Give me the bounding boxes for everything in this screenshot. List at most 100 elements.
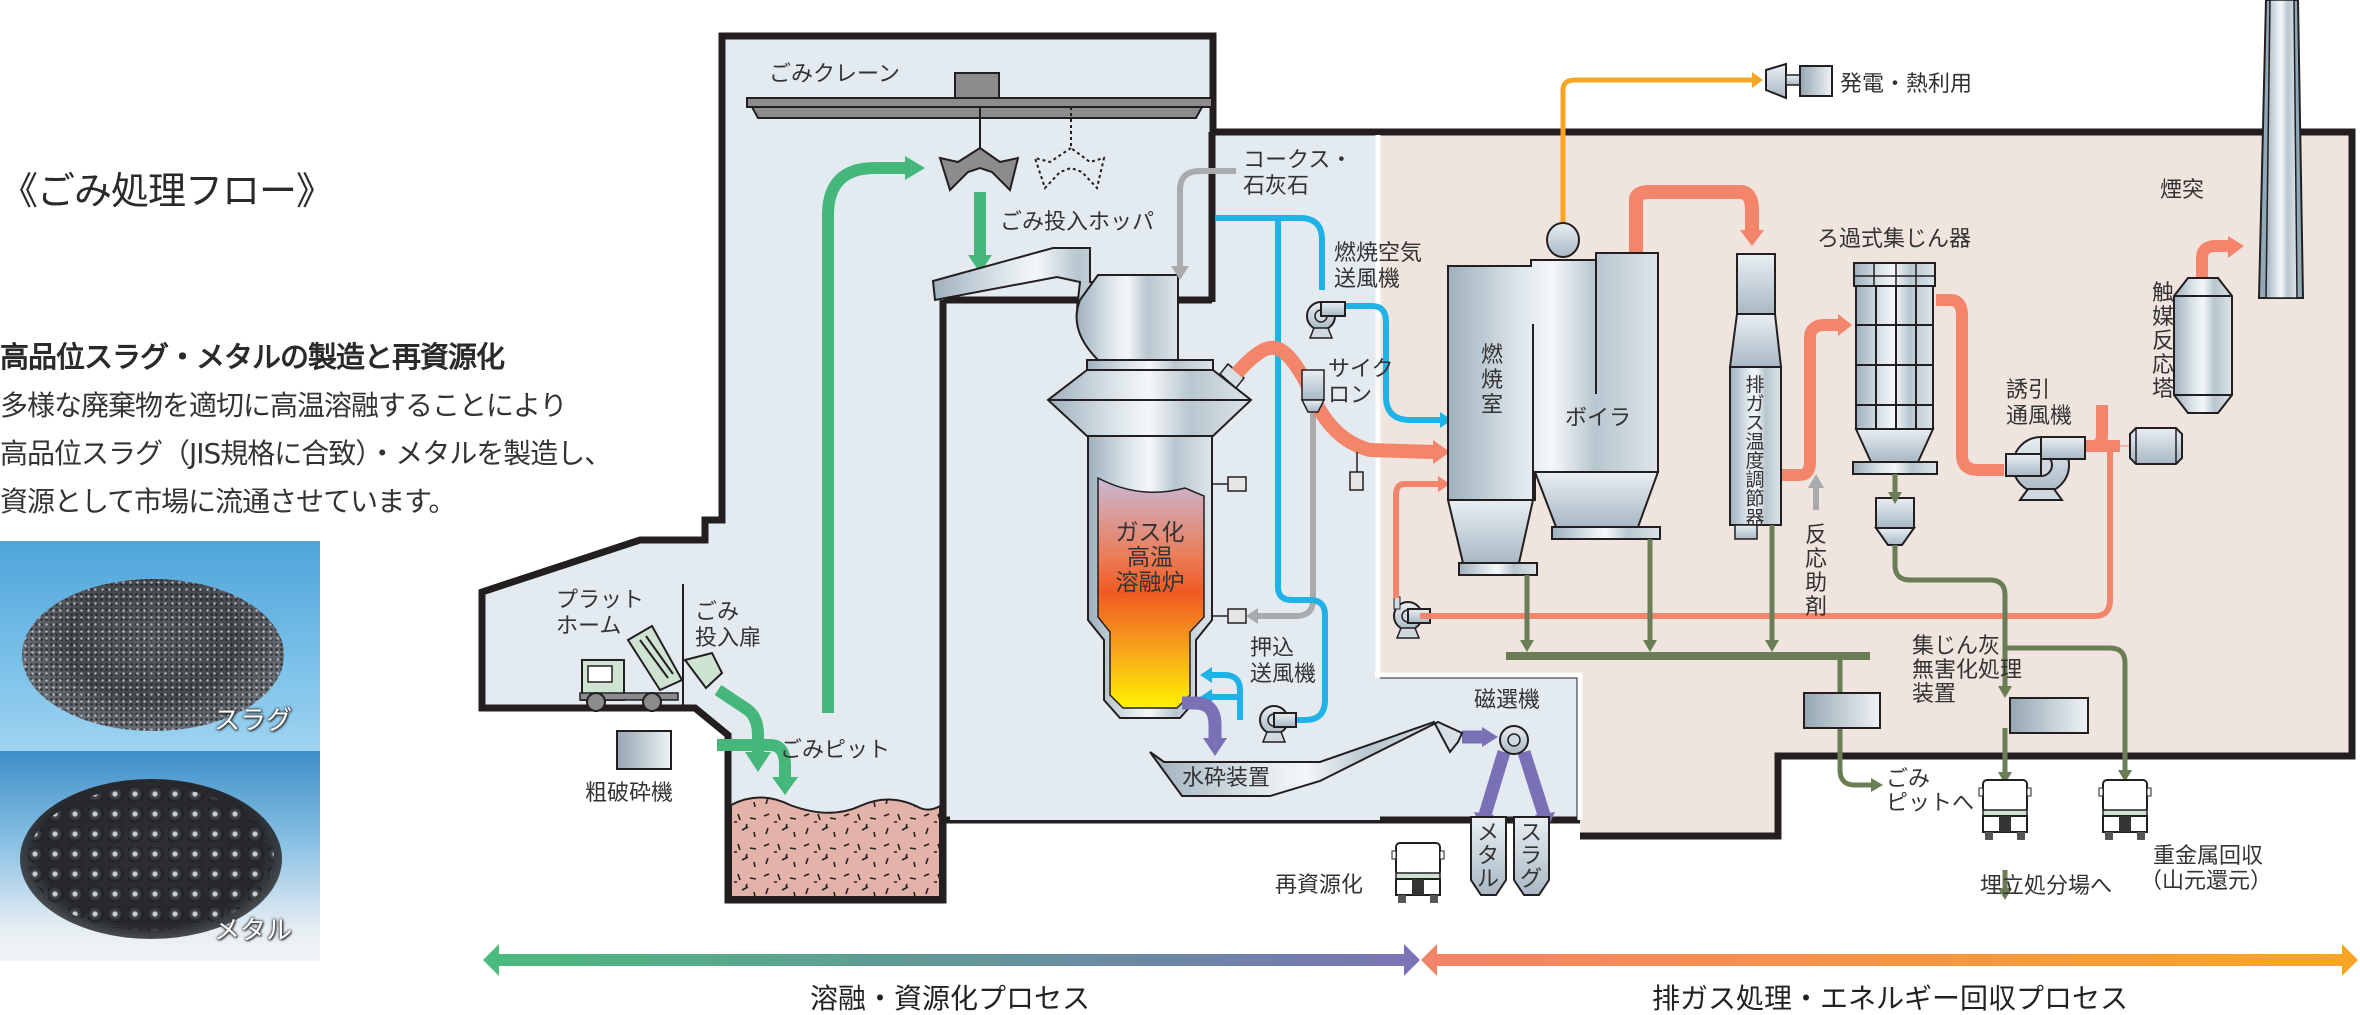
metal-photo: メタル [0, 751, 320, 961]
label-bag-filter: ろ過式集じん器 [1817, 227, 1971, 252]
magnetic-separator [1499, 725, 1529, 755]
label-combustion-fan-line1: 燃焼空気 [1334, 241, 1422, 266]
process-bar-melting [483, 944, 1420, 976]
label-gas-cooler-char: 温 [1745, 431, 1764, 453]
waste-flow-arrowheads [745, 156, 992, 795]
label-catalyst-char: 応 [2152, 353, 2174, 378]
label-granulator: 水砕装置 [1182, 766, 1270, 791]
label-platform-line1: プラット [556, 588, 644, 613]
label-catalyst-char: 反 [2152, 329, 2174, 354]
label-push-fan-line2: 送風機 [1250, 662, 1316, 687]
label-cyclone-line2: ロン [1328, 383, 1372, 408]
coarse-crusher [616, 730, 672, 770]
metal-pile-image [20, 779, 282, 939]
label-id-fan-line1: 誘引 [2006, 378, 2050, 403]
heat-exchanger [2129, 427, 2183, 465]
slag-pile-image [22, 579, 284, 731]
slag-bin [1513, 816, 1550, 896]
label-catalyst-char: 媒 [2152, 305, 2174, 330]
label-bin-slag-char: グ [1520, 867, 1542, 892]
label-to-pit-line1: ごみ [1886, 767, 1930, 792]
recycle-truck [1391, 842, 1445, 903]
recirculation-fan [1393, 596, 1431, 639]
metal-photo-label: メタル [213, 916, 292, 946]
label-chamber-char: 室 [1481, 393, 1503, 418]
gray-arrowheads [1171, 266, 1824, 624]
slag-flow [1182, 696, 1552, 820]
intro-panel: 《ごみ処理フロー》 高品位スラグ・メタルの製造と再資源化 多様な廃棄物を適切に高… [0, 0, 612, 1015]
label-ash-treatment-line3: 装置 [1912, 682, 1956, 707]
label-door-line1: ごみ [695, 600, 739, 625]
ash-box-left [1803, 692, 1881, 729]
ash-flow-arrowheads [1520, 492, 2132, 900]
label-boiler: ボイラ [1565, 406, 1631, 431]
feed-hopper [931, 247, 1179, 361]
slag-photo: スラグ [0, 541, 320, 751]
label-gas-cooler-char: ス [1745, 412, 1764, 434]
garbage-door-bucket [683, 651, 724, 690]
combustion-air-fan [1306, 301, 1346, 339]
gasification-melting-furnace [1046, 359, 1253, 719]
induced-draft-fan [2005, 436, 2086, 501]
gas-flow-arrowheads [1433, 230, 2244, 492]
label-bin-slag: ス ラ グ [1520, 821, 1542, 892]
label-gas-cooler-char: 度 [1745, 450, 1764, 472]
label-bin-slag-char: ラ [1520, 844, 1542, 869]
forced-draft-fan [1259, 705, 1297, 743]
label-pit: ごみピット [780, 738, 890, 763]
label-gas-cooler-char: ガ [1745, 393, 1764, 415]
label-furnace-line1: ガス化 [1116, 520, 1185, 546]
metal-recovery-truck [2098, 779, 2152, 840]
label-power: 発電・熱利用 [1840, 72, 1972, 97]
turbine-generator [1765, 62, 1833, 100]
label-chamber-char: 燃 [1481, 343, 1503, 368]
label-catalyst: 触 媒 反 応 塔 [2152, 281, 2174, 402]
label-hopper: ごみ投入ホッパ [1000, 210, 1154, 235]
label-bin-metal-char: ル [1477, 867, 1499, 892]
combustion-chamber-boiler [1446, 222, 1661, 576]
label-bin-metal-char: メ [1477, 821, 1499, 846]
label-chamber: 燃 焼 室 [1481, 343, 1503, 418]
intro-body-line: 資源として市場に流通させています。 [0, 485, 456, 518]
label-door-line2: 投入扉 [695, 626, 761, 651]
label-ash-treatment-line1: 集じん灰 [1912, 634, 2000, 659]
intro-heading: 高品位スラグ・メタルの製造と再資源化 [0, 340, 505, 374]
garbage-crane [746, 72, 1213, 192]
landfill-truck [1978, 779, 2032, 840]
label-cyclone-line1: サイク [1328, 357, 1394, 382]
intro-body: 多様な廃棄物を適切に高温溶融することにより 高品位スラグ（JIS規格に合致）・メ… [0, 382, 612, 526]
cyclone [1300, 369, 1364, 491]
label-gas-cooler-char: 調 [1745, 469, 1764, 491]
intro-body-line: 多様な廃棄物を適切に高温溶融することにより [0, 389, 567, 422]
label-magnet: 磁選機 [1474, 688, 1540, 713]
chimney [2257, 0, 2305, 299]
label-stack: 煙突 [2160, 178, 2204, 203]
catalyst-reactor [2173, 277, 2233, 414]
water-granulator [1149, 720, 1464, 797]
label-crane: ごみクレーン [769, 62, 900, 87]
label-gas-cooler-char: 器 [1745, 507, 1764, 529]
air-flow [1210, 215, 1440, 723]
process-label-melting: 溶融・資源化プロセス [810, 982, 1090, 1015]
gas-flow [1231, 185, 2230, 619]
label-furnace-line2: 高温 [1127, 545, 1173, 571]
steam-flow [1560, 72, 1763, 224]
slag-photo-label: スラグ [213, 706, 292, 736]
label-recycle: 再資源化 [1275, 873, 1363, 898]
ash-treatment-unit [2009, 697, 2089, 734]
garbage-pile [730, 796, 941, 898]
label-crusher: 粗破砕機 [585, 781, 673, 806]
label-bin-slag-char: ス [1520, 821, 1542, 846]
label-combustion-fan-line2: 送風機 [1334, 267, 1400, 292]
page-title: 《ごみ処理フロー》 [0, 169, 334, 213]
label-chamber-char: 焼 [1481, 368, 1503, 393]
label-reagent-char: 応 [1805, 547, 1827, 572]
bag-filter [1852, 262, 1938, 546]
label-coke-line2: 石灰石 [1243, 174, 1309, 199]
label-reagent-char: 剤 [1805, 595, 1827, 620]
label-bin-metal: メ タ ル [1477, 821, 1499, 892]
label-furnace-line3: 溶融炉 [1116, 570, 1185, 596]
label-push-fan-line1: 押込 [1250, 636, 1294, 661]
metal-bin [1470, 816, 1507, 896]
